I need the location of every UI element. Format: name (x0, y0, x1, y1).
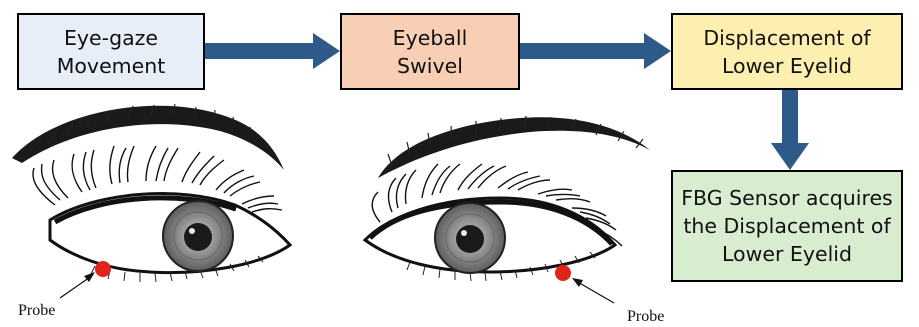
right-eye-illustration (365, 116, 650, 303)
box2-line1: Eyeball (393, 24, 468, 52)
box4-line1: FBG Sensor acquires (681, 184, 893, 212)
box3-line2: Lower Eyelid (722, 52, 852, 80)
box-displacement-lower-eyelid: Displacement of Lower Eyelid (671, 13, 903, 90)
box-eye-gaze-movement: Eye-gaze Movement (17, 13, 205, 90)
probe-label-right: Probe (627, 308, 664, 326)
left-eye-illustration (12, 104, 290, 298)
arrow-2-to-3 (520, 33, 671, 69)
probe-label-left: Probe (18, 302, 55, 320)
box4-line2: the Displacement of (683, 212, 890, 240)
box3-line1: Displacement of (703, 24, 870, 52)
arrow-3-to-4 (771, 90, 809, 170)
probe-dot-left (95, 261, 111, 277)
box1-line1: Eye-gaze (64, 24, 158, 52)
box-eyeball-swivel: Eyeball Swivel (340, 13, 520, 90)
box1-line2: Movement (57, 52, 166, 80)
box4-line3: Lower Eyelid (722, 240, 852, 268)
arrow-1-to-2 (205, 33, 340, 69)
probe-dot-right (555, 265, 571, 281)
box2-line2: Swivel (397, 52, 463, 80)
box-fbg-sensor: FBG Sensor acquires the Displacement of … (671, 170, 903, 282)
